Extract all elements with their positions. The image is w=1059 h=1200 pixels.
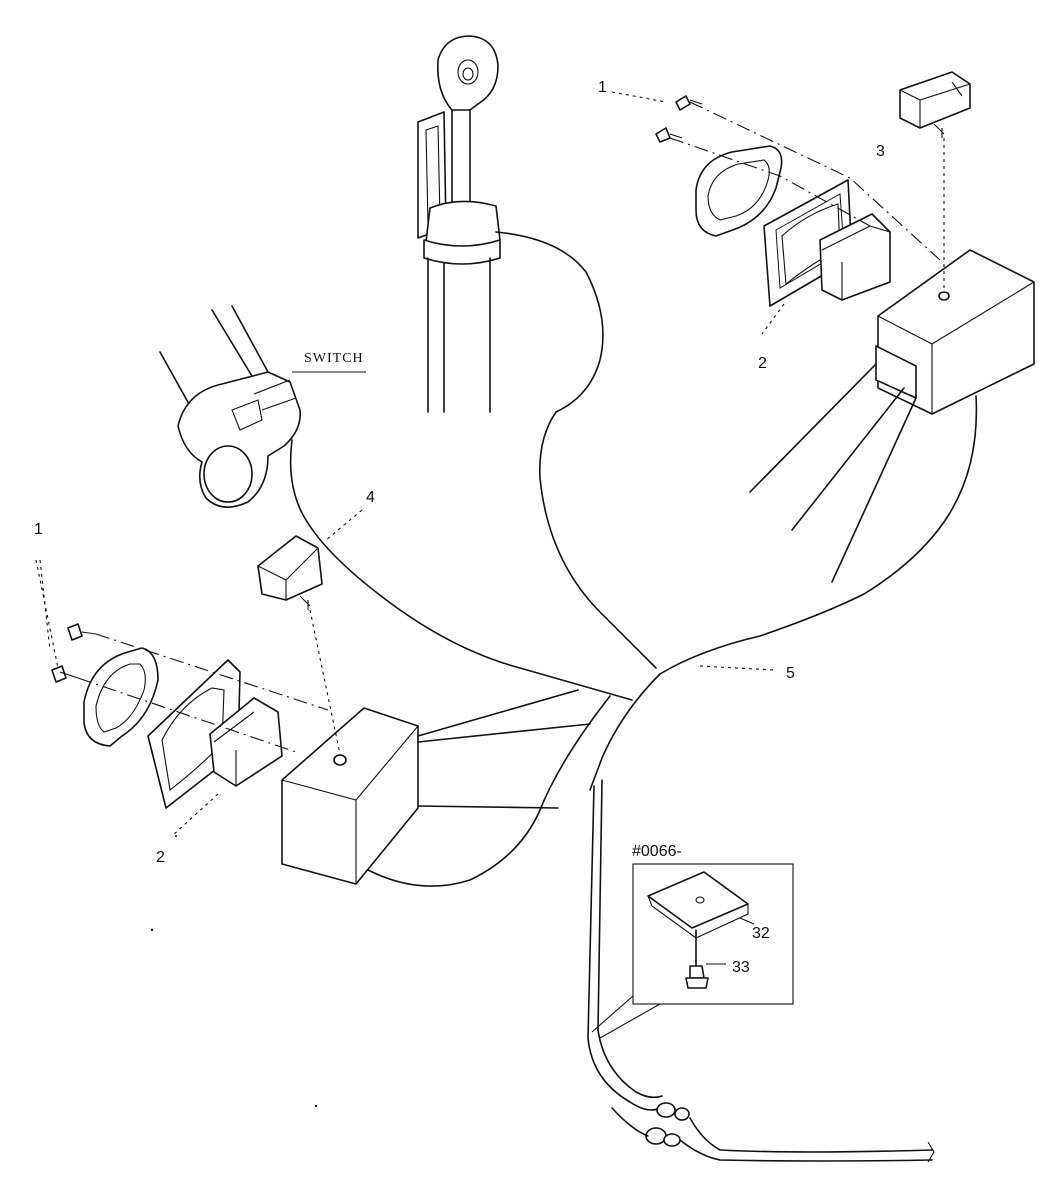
switch-assembly	[159, 305, 301, 508]
callout-4: 4	[366, 489, 375, 506]
left-lamp-assembly	[35, 535, 591, 885]
callout-33: 33	[732, 959, 750, 976]
callout-32: 32	[752, 925, 770, 942]
callout-1-left: 1	[34, 521, 43, 538]
hydraulic-cylinder	[417, 35, 501, 413]
callout-1-top: 1	[598, 79, 607, 96]
scan-specks	[150, 835, 318, 1108]
callout-5: 5	[786, 665, 795, 682]
inset-detail-box	[591, 863, 794, 1039]
callouts: 1 1 2 2 3 4 5 #0066- 32 33	[34, 79, 885, 976]
wiring-harness	[289, 231, 978, 1163]
callout-2-top: 2	[758, 355, 767, 372]
right-lamp-assembly	[655, 71, 1035, 583]
inset-title: #0066-	[632, 843, 682, 860]
switch-label: SWITCH	[304, 351, 364, 366]
callout-3: 3	[876, 143, 885, 160]
callout-2-left: 2	[156, 849, 165, 866]
